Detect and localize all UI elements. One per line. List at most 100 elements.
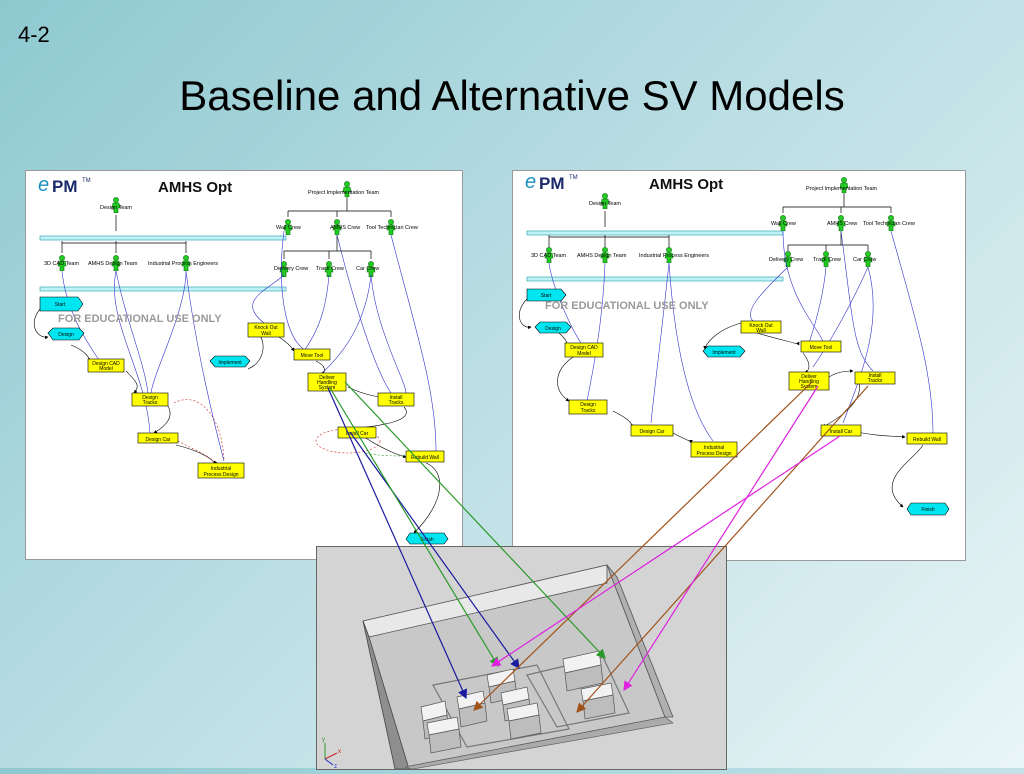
epm-logo-tm: TM [569,175,578,181]
task-label: Install [868,373,881,379]
epm-logo-pm: PM [52,177,78,196]
task-label: Model [99,366,113,372]
task-label: Design Car [639,429,664,435]
org-label-track-crew: Track Crew [316,266,344,272]
org-label-process-engineers: Industrial Process Engineers [148,261,218,267]
task-label: Finish [921,507,935,513]
task-implement [702,345,746,358]
svg-text:z: z [334,764,337,769]
task-design-car [137,432,179,444]
org-label-project-team: Project Implementation Team [806,186,878,192]
slide-number: 4-2 [18,22,50,47]
task-label: Rebuild Wall [913,437,941,443]
org-label-project-team: Project Implementation Team [308,190,380,196]
model-title: AMHS Opt [649,176,723,193]
task-label: Design [142,395,158,401]
facility-3d-view: y x z [316,546,727,770]
task-knock-out-wall [740,320,782,334]
task-label: Model [577,351,591,357]
tool-block [506,702,542,740]
task-label: Rebuild Wall [411,455,439,461]
org-label-delivery-crew: Delivery Crew [274,266,308,272]
task-label: Wall [756,328,766,334]
org-label-cad-team: 3D CAD Team [44,261,79,267]
org-label-design-team: Design Team [100,205,132,211]
org-label-car-crew: Car Crew [853,257,876,263]
org-label-tool-crew: Tool Technician Crew [863,221,915,227]
task-label: Tracks [581,408,596,414]
task-design-tracks [131,392,169,407]
tool-block [426,716,462,754]
epm-logo-e: e [525,171,536,193]
svg-text:x: x [338,749,341,755]
epm-logo-e: e [38,174,49,196]
task-label: Process Design [696,451,731,457]
task-label: Tracks [143,400,158,406]
task-label: Finish [420,537,434,543]
task-label: Wall [261,331,271,337]
org-bar [526,230,784,236]
task-label: Process Design [203,472,238,478]
task-knock-out-wall [247,322,285,338]
alternative-model-panel: e PM TM AMHS Opt Design Team Project Imp… [512,170,966,561]
facility-3d-render: y x z [317,547,726,770]
task-label: System [801,384,818,390]
org-label-tool-crew: Tool Technician Crew [366,225,418,231]
epm-logo-pm: PM [539,174,565,193]
watermark: FOR EDUCATIONAL USE ONLY [58,313,222,325]
task-label: Install Car [830,429,853,435]
org-label-amhs-crew: AMHS Crew [827,221,857,227]
org-bar [39,235,287,241]
task-label: Design CAD [570,345,598,351]
task-label: Design Car [145,437,170,443]
task-industrial-process-design [197,462,245,479]
task-rebuild-wall [906,432,948,445]
task-label: Implement [218,360,242,366]
task-label: Install Car [346,431,369,437]
org-label-process-engineers: Industrial Process Engineers [639,253,709,259]
task-design [47,327,85,341]
task-install-tracks [854,371,896,385]
task-label: Industrial [211,466,231,472]
org-label-design-team: Design Team [589,201,621,207]
org-label-track-crew: Track Crew [813,257,841,263]
task-label: Move Tool [810,345,833,351]
epm-logo-tm: TM [82,178,91,184]
org-label-delivery-crew: Delivery Crew [769,257,803,263]
task-implement [209,355,251,368]
task-label: Knock Out [749,323,773,329]
task-move-tool [293,348,331,361]
model-title: AMHS Opt [158,179,232,196]
task-design-cad-model [564,342,604,358]
task-label: Start [55,302,66,308]
task-label: Deliver [319,375,335,381]
task-start [39,296,84,312]
org-label-amhs-design-team: AMHS Design Team [88,261,138,267]
task-label: Tracks [868,378,883,384]
tool-block [580,682,616,720]
axis-triad-icon: y x z [322,737,341,770]
task-label: Design CAD [92,361,120,367]
task-move-tool [800,340,842,353]
task-label: Handling [317,380,337,386]
task-finish [906,502,950,516]
task-label: Start [541,293,552,299]
task-design-cad-model [87,358,125,373]
task-label: Move Tool [301,353,324,359]
task-start [526,288,567,302]
tool-block [456,690,488,728]
watermark: FOR EDUCATIONAL USE ONLY [545,300,709,312]
org-label-cad-team: 3D CAD Team [531,253,566,259]
slide-title: Baseline and Alternative SV Models [179,72,845,119]
baseline-model-diagram: e PM TM AMHS Opt Design Team Project Imp… [33,174,449,545]
svg-text:y: y [322,737,325,743]
task-label: Deliver [801,374,817,380]
task-design [534,321,572,334]
org-label-amhs-crew: AMHS Crew [330,225,360,231]
org-label-wall-crew: Wall Crew [276,225,301,231]
baseline-model-panel: e PM TM AMHS Opt Design Team Project Imp… [25,170,463,560]
task-label: System [319,385,336,391]
task-label: Tracks [389,400,404,406]
task-label: Implement [712,350,736,356]
org-label-wall-crew: Wall Crew [771,221,796,227]
